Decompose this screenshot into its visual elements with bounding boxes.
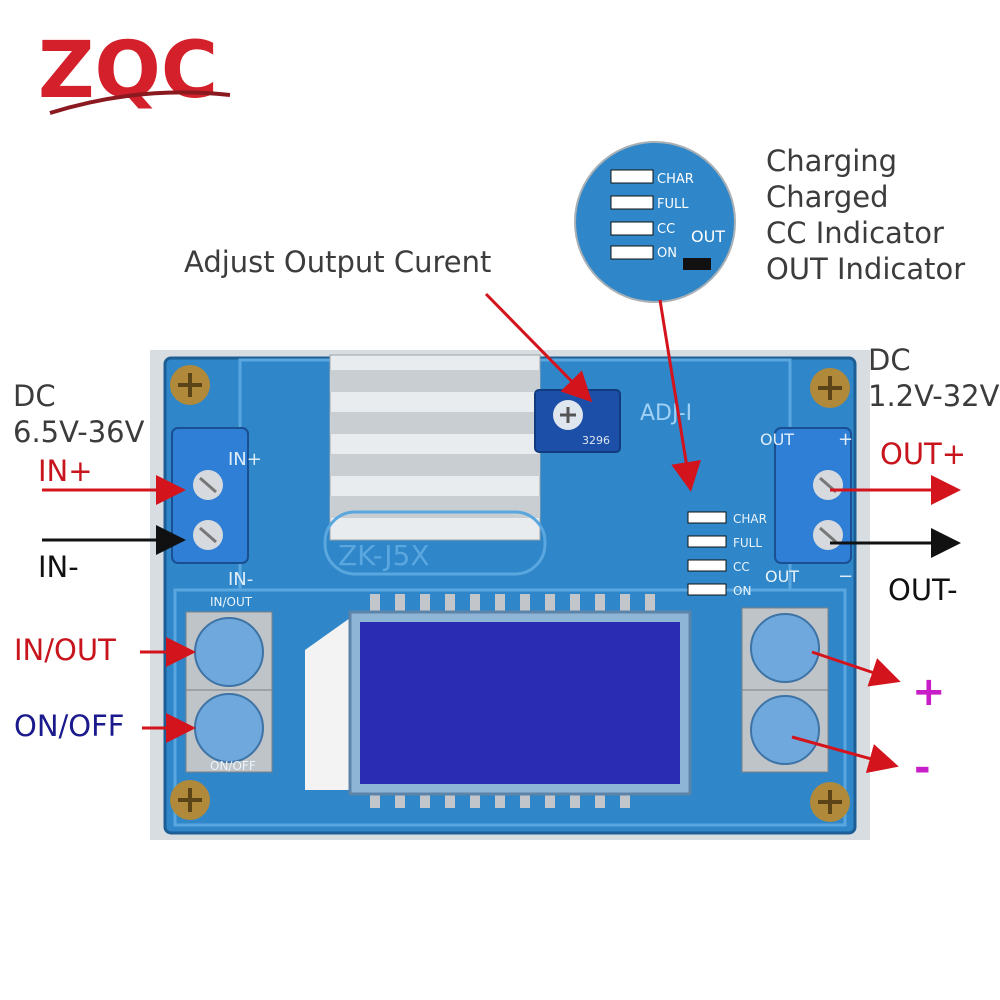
mount-screw <box>810 368 850 408</box>
silk-in-minus: IN- <box>228 569 253 590</box>
pot-code: 3296 <box>582 434 610 447</box>
board-led-label: CC <box>733 560 750 574</box>
in-out-button[interactable] <box>185 611 273 695</box>
zoom-led-label: FULL <box>657 197 689 212</box>
silk-minus: − <box>838 566 853 587</box>
indicator-label-cc: CC Indicator <box>766 216 944 250</box>
input-spec-dc: DC <box>13 379 56 413</box>
mount-screw <box>810 782 850 822</box>
out-minus-label: OUT- <box>888 573 958 607</box>
zqc-logo-text: ZQC <box>38 26 218 116</box>
board-led-indicators: CHAR FULL CC ON OUT <box>687 511 799 598</box>
zoom-led-out-label: OUT <box>691 227 725 246</box>
zoom-led-label: CHAR <box>657 172 694 187</box>
plus-label: + <box>912 669 946 715</box>
led-zoom-inset: CHAR FULL CC ON OUT <box>574 141 736 303</box>
board-led-label: FULL <box>733 536 762 550</box>
zoom-led-label: CC <box>657 222 675 237</box>
silk-btn-on-off: ON/OFF <box>210 759 256 773</box>
adjust-current-label: Adjust Output Curent <box>184 245 492 279</box>
output-spec-dc: DC <box>868 343 911 377</box>
heatsink <box>329 354 541 541</box>
board-led-label: CHAR <box>733 512 767 526</box>
pcb-board: ZK-J5X 3296 ADJ-I IN+ IN- OUT + − CHAR F… <box>150 350 870 840</box>
mount-screw <box>170 780 210 820</box>
indicator-label-out: OUT Indicator <box>766 252 966 286</box>
indicator-label-charged: Charged <box>766 180 889 214</box>
silk-in-plus: IN+ <box>228 449 262 470</box>
silk-btn-in-out: IN/OUT <box>210 595 253 609</box>
in-out-label: IN/OUT <box>14 633 116 667</box>
lcd-display <box>305 610 692 796</box>
out-plus-label: OUT+ <box>880 437 967 471</box>
plus-button[interactable] <box>741 607 829 691</box>
on-off-button[interactable] <box>185 689 273 773</box>
pot-label: ADJ-I <box>640 401 692 426</box>
input-spec-voltage: 6.5V-36V <box>13 415 145 449</box>
output-terminal-block <box>774 427 852 564</box>
zqc-logo: ZQC <box>38 26 231 116</box>
board-led-out-label: OUT <box>765 567 799 586</box>
zoom-led-label: ON <box>657 246 677 261</box>
mount-screw <box>170 365 210 405</box>
on-off-label: ON/OFF <box>14 709 125 743</box>
in-minus-label: IN- <box>38 550 79 584</box>
minus-button[interactable] <box>741 689 829 773</box>
board-led-label: ON <box>733 584 751 598</box>
minus-label: - <box>914 745 931 791</box>
input-terminal-block <box>171 427 249 564</box>
indicator-label-charging: Charging <box>766 144 898 178</box>
silk-plus: + <box>838 429 853 450</box>
silk-out: OUT <box>760 430 794 449</box>
board-model: ZK-J5X <box>338 539 430 572</box>
output-spec-voltage: 1.2V-32V <box>868 379 1000 413</box>
in-plus-label: IN+ <box>38 454 93 488</box>
